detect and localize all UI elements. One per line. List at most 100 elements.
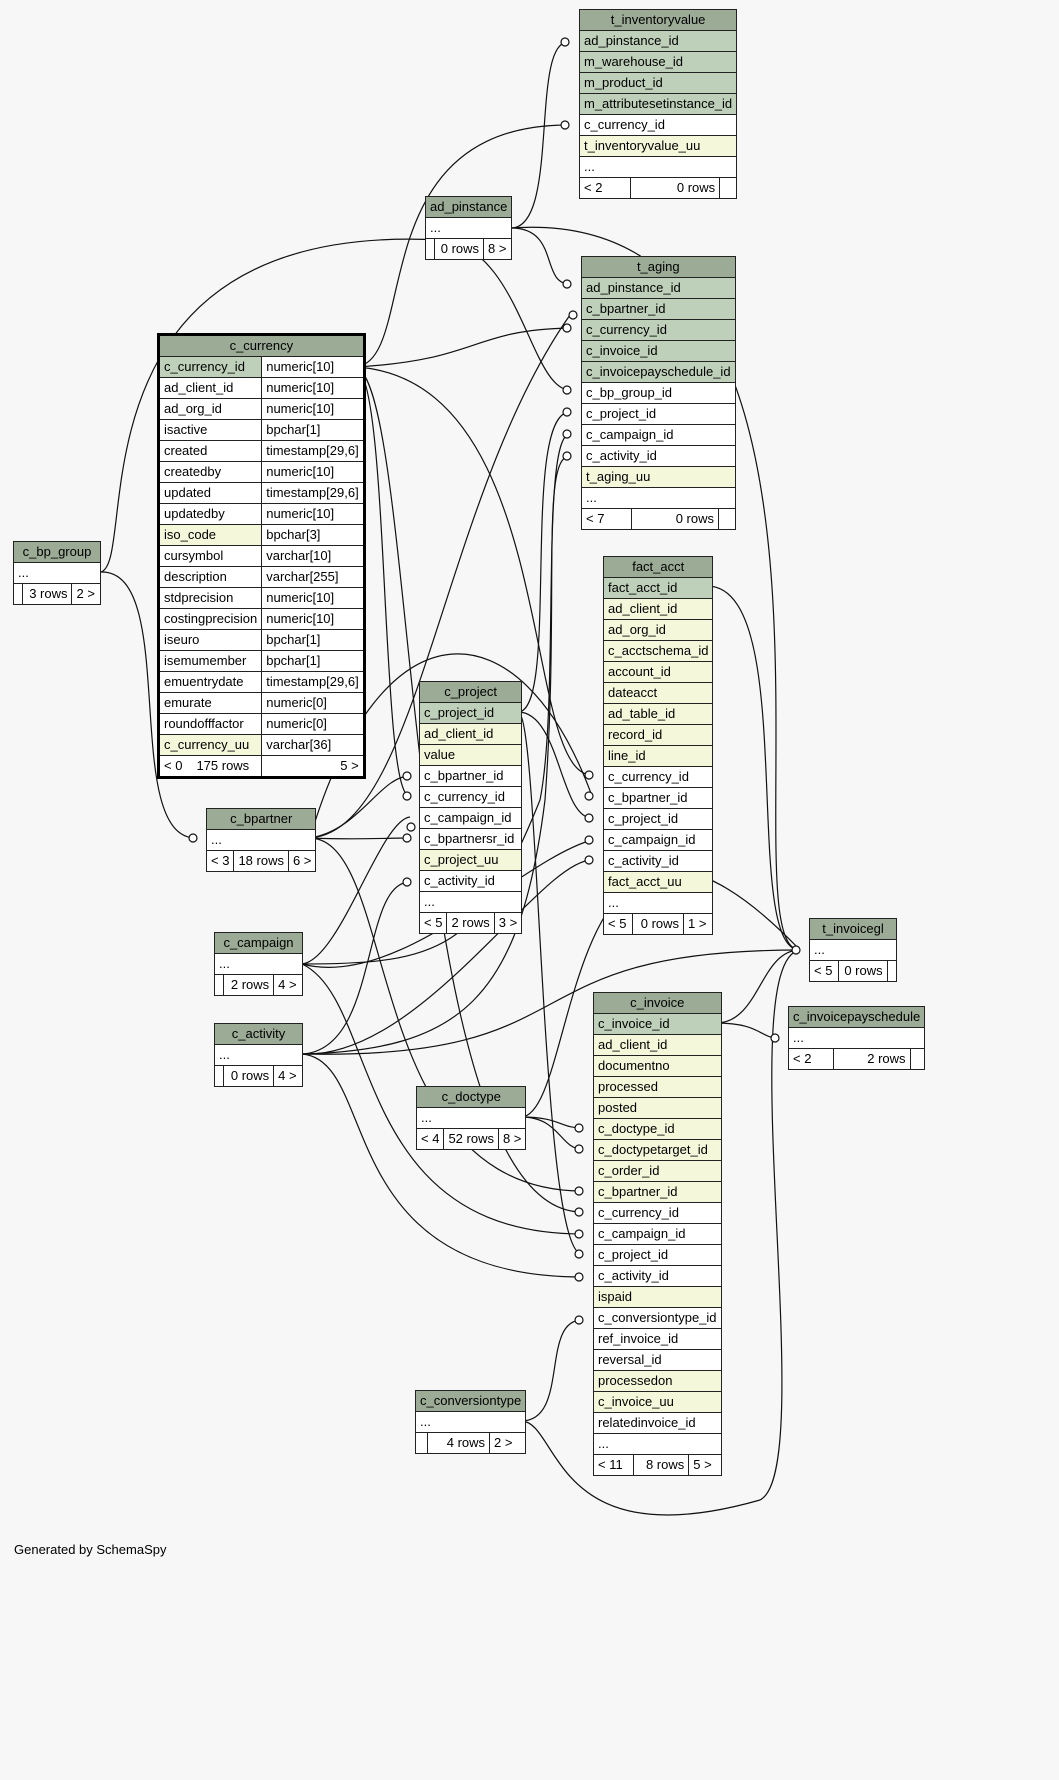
column-row[interactable]: value <box>418 744 523 766</box>
column-row[interactable]: relatedinvoice_id <box>593 1412 722 1434</box>
parents-count[interactable]: < 11 <box>593 1454 634 1476</box>
column-row[interactable]: documentno <box>593 1055 722 1077</box>
children-count[interactable] <box>719 177 738 199</box>
column-row[interactable]: c_project_id <box>593 1244 722 1266</box>
table-title[interactable]: fact_acct <box>602 556 714 578</box>
column-row[interactable]: ... <box>593 1433 722 1455</box>
column-row[interactable]: c_currency_id <box>593 1202 722 1224</box>
children-count[interactable]: 4 > <box>273 974 303 996</box>
column-row[interactable]: c_invoice_uu <box>593 1391 722 1413</box>
column-row[interactable]: ... <box>414 1411 527 1433</box>
column-row[interactable]: c_project_id <box>418 702 523 724</box>
column-row[interactable]: ad_org_id <box>602 619 714 641</box>
column-row[interactable]: c_invoicepayschedule_id <box>581 361 736 383</box>
column-row[interactable]: ... <box>424 217 513 239</box>
column-row[interactable]: c_campaign_id <box>581 424 736 446</box>
parents-count[interactable]: < 5 <box>809 960 839 982</box>
column-row[interactable]: m_product_id <box>578 72 738 94</box>
table-title[interactable]: c_campaign <box>214 932 303 954</box>
parents-count[interactable] <box>213 1065 225 1087</box>
table-title[interactable]: t_inventoryvalue <box>578 9 738 31</box>
table-title[interactable]: c_activity <box>214 1023 303 1045</box>
children-count[interactable]: 1 > <box>683 913 714 935</box>
parents-count[interactable]: < 7 <box>580 508 633 530</box>
children-count[interactable]: 4 > <box>273 1065 303 1087</box>
column-row[interactable]: dateacct <box>602 682 714 704</box>
children-count[interactable]: 8 > <box>497 1128 527 1150</box>
table-title[interactable]: c_doctype <box>415 1086 527 1108</box>
table-title[interactable]: c_currency <box>159 335 364 357</box>
table-title[interactable]: c_conversiontype <box>414 1390 527 1412</box>
column-row[interactable]: ad_client_id <box>418 723 523 745</box>
table-title[interactable]: ad_pinstance <box>424 196 513 218</box>
column-row[interactable]: c_bpartner_id <box>418 765 523 787</box>
column-row[interactable]: c_activity_id <box>593 1265 722 1287</box>
column-row[interactable]: processed <box>593 1076 722 1098</box>
table-title[interactable]: c_invoice <box>593 992 722 1014</box>
children-count[interactable]: 3 > <box>493 912 523 934</box>
column-row[interactable]: ... <box>214 953 303 975</box>
column-row[interactable]: ... <box>418 891 523 913</box>
column-row[interactable]: c_project_uu <box>418 849 523 871</box>
children-count[interactable]: 6 > <box>287 850 317 872</box>
children-count[interactable]: 2 > <box>489 1432 527 1454</box>
parents-count[interactable]: < 5 <box>418 912 448 934</box>
column-row[interactable]: c_currency_id <box>602 766 714 788</box>
column-row[interactable]: ad_table_id <box>602 703 714 725</box>
column-row[interactable]: m_attributesetinstance_id <box>578 93 738 115</box>
column-row[interactable]: c_campaign_id <box>602 829 714 851</box>
column-row[interactable]: ref_invoice_id <box>593 1328 722 1350</box>
column-row[interactable]: c_order_id <box>593 1160 722 1182</box>
column-row[interactable]: ad_pinstance_id <box>581 277 736 299</box>
column-row[interactable]: t_aging_uu <box>581 466 736 488</box>
column-row[interactable]: c_activity_id <box>418 870 523 892</box>
column-row[interactable]: c_currency_id <box>578 114 738 136</box>
column-row[interactable]: c_conversiontype_id <box>593 1307 722 1329</box>
column-row[interactable]: c_activity_id <box>581 445 736 467</box>
table-title[interactable]: c_bpartner <box>205 808 317 830</box>
table-title[interactable]: t_aging <box>581 256 736 278</box>
column-row[interactable]: ... <box>602 892 714 914</box>
parents-count[interactable]: < 4 <box>415 1128 445 1150</box>
column-row[interactable]: c_project_id <box>602 808 714 830</box>
column-row[interactable]: ad_client_id <box>602 598 714 620</box>
children-count[interactable]: 8 > <box>483 238 513 260</box>
column-row[interactable]: c_project_id <box>581 403 736 425</box>
column-row[interactable]: c_invoice_id <box>581 340 736 362</box>
children-count[interactable] <box>886 960 898 982</box>
column-row[interactable]: line_id <box>602 745 714 767</box>
column-row[interactable]: c_bpartnersr_id <box>418 828 523 850</box>
children-count[interactable] <box>717 508 736 530</box>
column-row[interactable]: c_currency_id <box>418 786 523 808</box>
column-row[interactable]: ... <box>787 1027 926 1049</box>
parents-count[interactable]: < 2 <box>788 1048 834 1070</box>
column-row[interactable]: c_invoice_id <box>593 1013 722 1035</box>
children-count[interactable]: 2 > <box>71 583 101 605</box>
column-row[interactable]: c_campaign_id <box>593 1223 722 1245</box>
column-row[interactable]: ad_client_id <box>593 1034 722 1056</box>
